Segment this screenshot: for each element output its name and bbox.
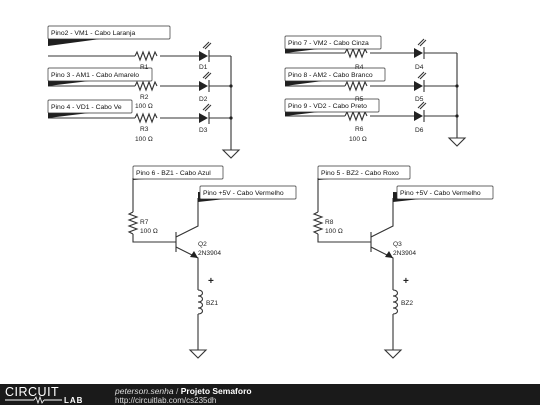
diode-d6 [414,111,423,121]
diode-d3-label: D3 [199,127,208,134]
circuit-schematic: Pino2 - VM1 - Cabo Laranja Pino 3 - AM1 … [47,25,494,359]
net-label-text: Pino +5V - Cabo Vermelho [203,190,284,197]
led-group-2 [285,38,467,147]
circuitlab-logo[interactable]: CIRCUIT LAB [4,385,96,404]
net-label-8: Pino +5V - Cabo Vermelho [198,185,297,202]
diode-d6-label: D6 [415,127,424,134]
resistor-r7-value: 100 Ω [140,228,158,235]
diode-d3 [199,113,208,123]
net-label-text: Pino +5V - Cabo Vermelho [400,190,481,197]
logo-bottom-text: LAB [64,396,83,404]
transistor-q3-label: Q3 [393,241,402,248]
footer-title: peterson.senha / Projeto Semaforo [115,386,252,396]
net-label-text: Pino2 - VM1 - Cabo Laranja [51,30,135,37]
buzzer-circuit-2 [312,178,403,359]
net-label-6: Pino 9 - VD2 - Cabo Preto [284,98,380,116]
net-label-text: Pino 3 - AM1 - Cabo Amarelo [51,72,139,79]
transistor-q3-model: 2N3904 [393,250,416,257]
net-label-text: Pino 7 - VM2 - Cabo Cinza [288,40,369,47]
net-label-text: Pino 4 - VD1 - Cabo Ve [51,104,122,111]
logo-top-text: CIRCUIT [5,385,59,399]
net-label-9: Pino 5 - BZ2 - Cabo Roxo [317,165,411,180]
net-label-text: Pino 9 - VD2 - Cabo Preto [288,103,367,110]
net-label-10: Pino +5V - Cabo Vermelho [393,185,494,202]
resistor-r7-label: R7 [140,219,149,226]
project-title[interactable]: Projeto Semaforo [180,386,252,396]
resistor-r4-label: R4 [355,64,364,71]
resistor-r8-label: R8 [325,219,334,226]
title-separator: / [175,386,179,396]
diode-d1 [199,51,208,61]
buzzer-bz1-plus: + [208,276,214,287]
net-label-3: Pino 4 - VD1 - Cabo Ve [47,99,133,118]
net-label-7: Pino 6 - BZ1 - Cabo Azul [132,165,224,180]
diode-d2 [199,81,208,91]
net-label-text: Pino 8 - AM2 - Cabo Branco [288,72,373,79]
resistor-r3-label: R3 [140,126,149,133]
net-label-text: Pino 6 - BZ1 - Cabo Azul [136,170,211,177]
buzzer-circuit-1 [127,178,208,359]
net-label-4: Pino 7 - VM2 - Cabo Cinza [284,35,382,53]
led-group-1 [48,41,241,159]
resistor-r2-value: 100 Ω [135,103,153,110]
resistor-r6-label: R6 [355,126,364,133]
net-label-1: Pino2 - VM1 - Cabo Laranja [47,25,171,46]
transistor-q2-model: 2N3904 [198,250,221,257]
author-link[interactable]: peterson.senha [115,386,174,396]
diode-d1-label: D1 [199,64,208,71]
resistor-r2-label: R2 [140,94,149,101]
resistor-r3-value: 100 Ω [135,136,153,143]
net-label-text: Pino 5 - BZ2 - Cabo Roxo [321,170,399,177]
resistor-r6-value: 100 Ω [349,136,367,143]
buzzer-bz1-label: BZ1 [206,300,218,307]
net-label-5: Pino 8 - AM2 - Cabo Branco [284,67,386,86]
footer-bar: CIRCUIT LAB peterson.senha / Projeto Sem… [0,384,540,405]
resistor-r1-label: R1 [140,64,149,71]
transistor-q2-label: Q2 [198,241,207,248]
diode-d5-label: D5 [415,96,424,103]
diode-d4 [414,48,423,58]
diode-d4-label: D4 [415,64,424,71]
diode-d5 [414,81,423,91]
buzzer-bz2-label: BZ2 [401,300,413,307]
project-url[interactable]: http://circuitlab.com/cs235dh [115,395,217,405]
resistor-r5-label: R5 [355,96,364,103]
net-label-2: Pino 3 - AM1 - Cabo Amarelo [47,67,153,86]
diode-d2-label: D2 [199,96,208,103]
resistor-r8-value: 100 Ω [325,228,343,235]
buzzer-bz2-plus: + [403,276,409,287]
